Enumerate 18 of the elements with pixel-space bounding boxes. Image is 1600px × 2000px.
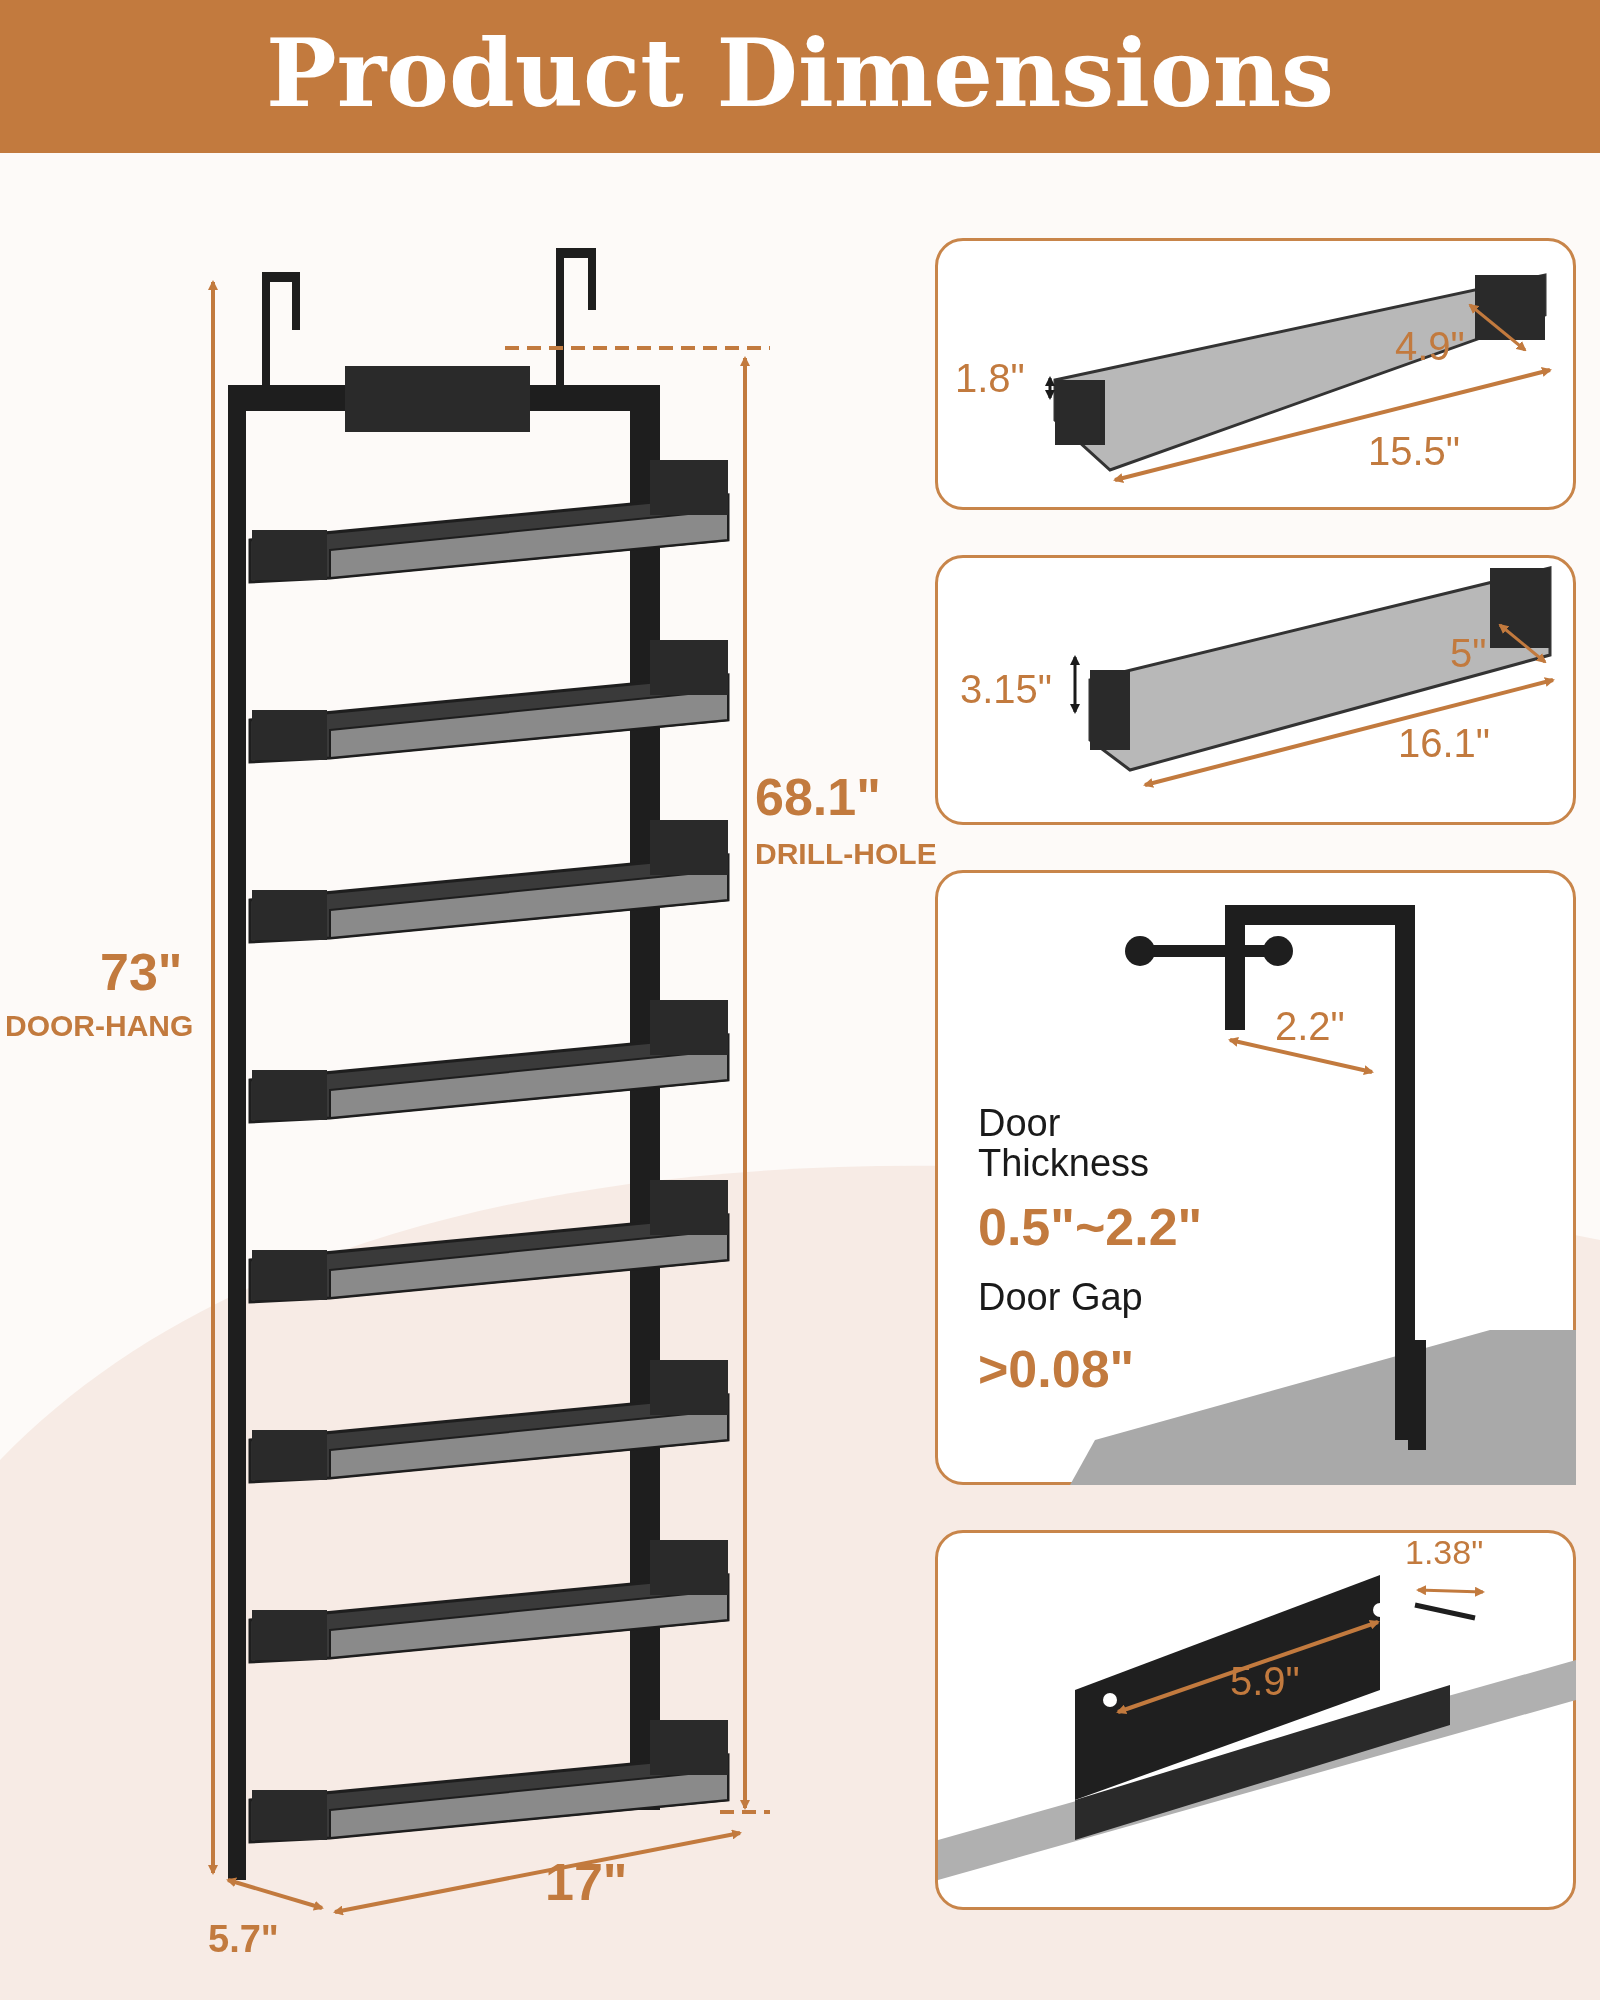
dimension-label: >0.08" xyxy=(978,1342,1135,1397)
dimension-label: 3.15" xyxy=(960,668,1053,710)
dimension-label: 73" xyxy=(100,945,183,1000)
dimension-label: 5.7" xyxy=(208,1920,279,1960)
dimension-label: 1.8" xyxy=(955,357,1025,399)
dimension-label: 15.5" xyxy=(1368,430,1461,472)
dimension-label: 1.38" xyxy=(1405,1535,1484,1571)
dimension-label: 4.9" xyxy=(1395,325,1465,367)
dimension-label: 16.1" xyxy=(1398,722,1491,764)
dimension-label: 68.1" xyxy=(755,770,881,825)
note-text: Door Thickness xyxy=(978,1104,1151,1184)
dimension-label: DRILL-HOLE xyxy=(755,838,937,870)
note-text: Door Gap xyxy=(978,1278,1144,1318)
title: Product Dimensions xyxy=(265,18,1335,128)
dimension-label: 5" xyxy=(1450,632,1487,674)
dimension-label: 2.2" xyxy=(1275,1005,1345,1047)
dimension-label: DOOR-HANG xyxy=(5,1010,194,1042)
dimension-label: 0.5"~2.2" xyxy=(978,1200,1203,1255)
